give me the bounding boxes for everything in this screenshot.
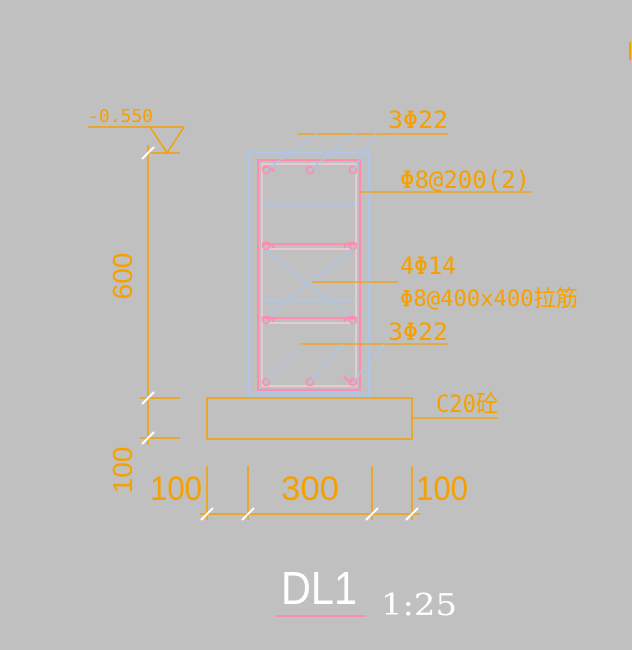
dim-height-beam: 600 xyxy=(107,253,138,300)
elevation-marker xyxy=(88,126,185,155)
bottom-dimension-ticks xyxy=(200,507,419,521)
dimension-ticks xyxy=(141,146,155,445)
rebar-bars xyxy=(261,165,358,387)
drawing-scale: 1:25 xyxy=(381,588,457,623)
label-rebar-top: 3Φ22 xyxy=(388,106,448,134)
rebar-hooks xyxy=(261,165,357,383)
concrete-base xyxy=(206,397,413,440)
drawing-title: DL1 xyxy=(281,562,357,614)
bottom-dimension-line xyxy=(200,466,420,520)
rebar-cage xyxy=(257,159,361,391)
dim-mid: 300 xyxy=(281,470,339,508)
leader-lines xyxy=(265,133,532,419)
label-tie-bars: Φ8@400x400拉筋 xyxy=(400,287,578,312)
label-base-concrete: C20砼 xyxy=(436,390,498,418)
dim-right: 100 xyxy=(416,470,468,508)
beam-outline xyxy=(248,152,370,398)
label-side-bars: 4Φ14 xyxy=(400,252,456,280)
dim-height-base: 100 xyxy=(107,447,138,494)
dim-left: 100 xyxy=(150,470,202,508)
label-stirrup: Φ8@200(2) xyxy=(400,166,530,194)
elevation-label: -0.550 xyxy=(88,106,153,127)
label-rebar-bottom: 3Φ22 xyxy=(388,318,448,346)
